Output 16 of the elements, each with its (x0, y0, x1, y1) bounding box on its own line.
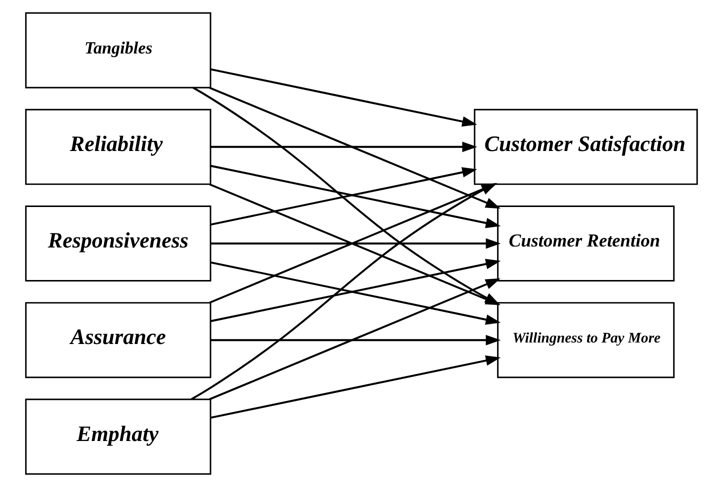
node-box: Responsiveness (25, 205, 212, 282)
node-box: Customer Retention (497, 205, 675, 282)
arrow (210, 355, 501, 419)
arrow (209, 86, 501, 209)
arrow (210, 334, 501, 346)
arrow (210, 238, 501, 249)
node-box: Customer Satisfaction (474, 108, 698, 185)
arrow (210, 164, 501, 228)
node-box: Emphaty (25, 398, 212, 475)
arrow (210, 142, 478, 152)
node-box: Assurance (25, 302, 212, 378)
arrow (210, 68, 478, 127)
node-box: Reliability (25, 108, 212, 185)
arrow (210, 167, 478, 226)
node-box: Willingness to Pay More (497, 302, 675, 378)
node-box: Tangibles (25, 12, 212, 88)
